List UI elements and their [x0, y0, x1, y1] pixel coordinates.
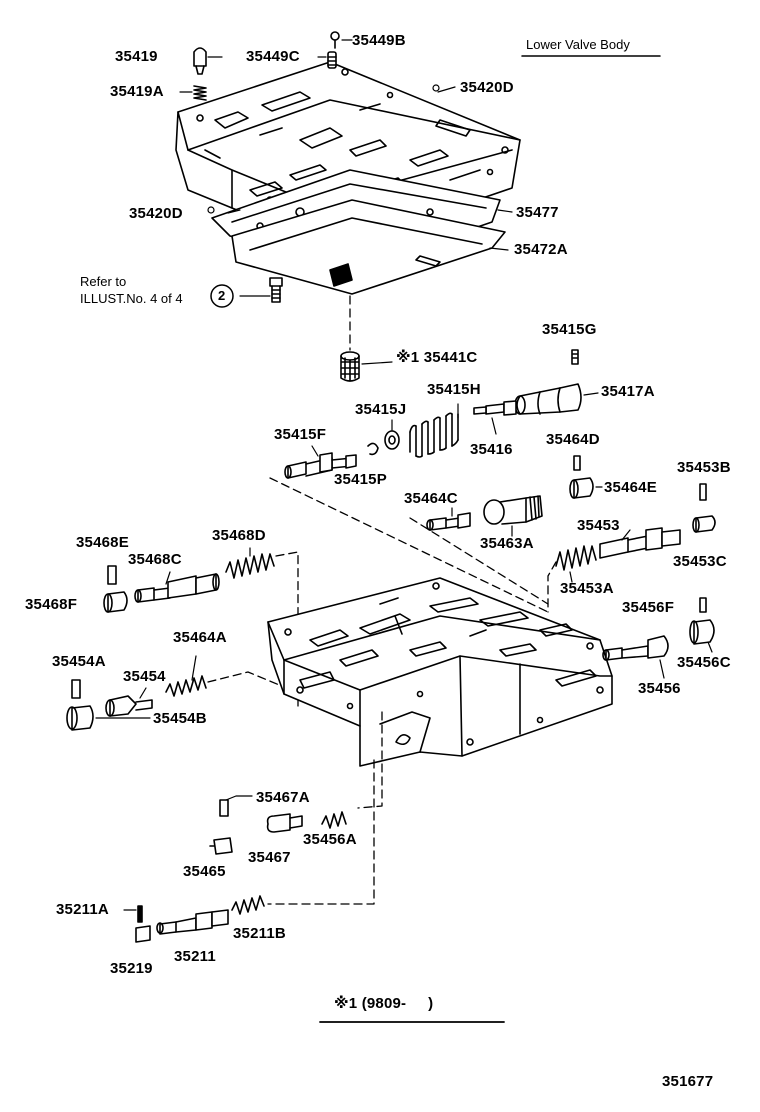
refer-circle-icon [210, 284, 234, 308]
label-35464D: 35464D [546, 431, 600, 448]
refer-note-line2: ILLUST.No. 4 of 4 [80, 291, 183, 306]
plug-35456C [689, 619, 715, 645]
label-35464A: 35464A [173, 629, 227, 646]
clip-35415P [367, 442, 379, 456]
pin-35456F [699, 597, 707, 613]
label-35453: 35453 [577, 517, 620, 534]
spring-35419A [193, 85, 207, 101]
label-35468D: 35468D [212, 527, 266, 544]
ball-35449B [330, 31, 340, 49]
valve-35464C [426, 512, 471, 531]
label-35453B: 35453B [677, 459, 731, 476]
label-35456F: 35456F [622, 599, 675, 616]
label-35415F: 35415F [274, 426, 327, 443]
plug-35453C [692, 515, 716, 533]
label-35477: 35477 [516, 204, 559, 221]
label-35211: 35211 [174, 948, 216, 965]
label-35453C: 35453C [673, 553, 727, 570]
footnote: ※1 (9809- ) [334, 995, 434, 1012]
label-35420D-left: 35420D [129, 205, 183, 222]
diagram-title: Lower Valve Body [526, 37, 630, 52]
spring-35415H [409, 412, 459, 458]
label-35441C: ※1 35441C [396, 349, 478, 366]
label-35419A: 35419A [110, 83, 164, 100]
label-35463A: 35463A [480, 535, 534, 552]
refer-note-line1: Refer to [80, 274, 127, 289]
label-35449B: 35449B [352, 32, 406, 49]
valve-35211 [156, 909, 229, 935]
valve-35456 [602, 635, 669, 661]
label-35211A: 35211A [56, 901, 109, 918]
label-35453A: 35453A [560, 580, 614, 597]
label-35449C: 35449C [246, 48, 300, 65]
bolt [269, 277, 283, 303]
plug-35454B [66, 705, 94, 731]
label-35468C: 35468C [128, 551, 182, 568]
valve-35453 [599, 527, 681, 559]
pin-35467A [219, 799, 229, 817]
bolt-35449C [327, 51, 337, 69]
ball-35419 [193, 47, 207, 75]
plug-35464E [569, 477, 594, 499]
spring-35456A [321, 811, 347, 829]
label-35454B: 35454B [153, 710, 207, 727]
lower-valve-body [267, 577, 613, 767]
strainer-35441C [340, 351, 360, 382]
label-35415G: 35415G [542, 321, 597, 338]
label-35465: 35465 [183, 863, 226, 880]
label-35454A: 35454A [52, 653, 106, 670]
label-35464C: 35464C [404, 490, 458, 507]
label-35472A: 35472A [514, 241, 568, 258]
plug-35219 [135, 925, 151, 943]
label-35468E: 35468E [76, 534, 129, 551]
pin-35211A [137, 905, 143, 923]
valve-35415F [284, 452, 357, 479]
spring-35464A [165, 675, 207, 697]
valve-35467 [266, 813, 303, 833]
label-35415H: 35415H [427, 381, 481, 398]
label-35456: 35456 [638, 680, 681, 697]
sleeve-35463A [483, 495, 543, 525]
label-35456C: 35456C [677, 654, 731, 671]
pin-35453B [699, 483, 707, 501]
sleeve-35417A [514, 383, 582, 415]
pin-35454A [71, 679, 81, 699]
spring-35468D [225, 553, 275, 579]
plunger-35416 [473, 400, 517, 416]
label-35468F: 35468F [25, 596, 78, 613]
pin-35415G [571, 349, 579, 365]
valve-35468C [134, 573, 220, 603]
illustration-number: 351677 [662, 1073, 714, 1090]
refer-circle-number: 2 [218, 288, 226, 303]
label-35467: 35467 [248, 849, 291, 866]
label-35464E: 35464E [604, 479, 657, 496]
valve-35454 [105, 695, 153, 717]
spring-35453A [555, 545, 597, 571]
label-35419: 35419 [115, 48, 158, 65]
pin-35468E [107, 565, 117, 585]
pin-35464D [573, 455, 581, 471]
label-35211B: 35211B [233, 925, 286, 942]
label-35456A: 35456A [303, 831, 357, 848]
label-35467A: 35467A [256, 789, 310, 806]
label-35416: 35416 [470, 441, 513, 458]
label-35417A: 35417A [601, 383, 655, 400]
label-35415P: 35415P [334, 471, 387, 488]
label-35415J: 35415J [355, 401, 407, 418]
label-35420D-top: 35420D [460, 79, 514, 96]
plug-35468F [103, 591, 128, 613]
washer-35415J [384, 430, 400, 450]
spring-35211B [231, 895, 265, 915]
label-35219: 35219 [110, 960, 153, 977]
label-35454: 35454 [123, 668, 166, 685]
plug-35465 [209, 837, 233, 855]
